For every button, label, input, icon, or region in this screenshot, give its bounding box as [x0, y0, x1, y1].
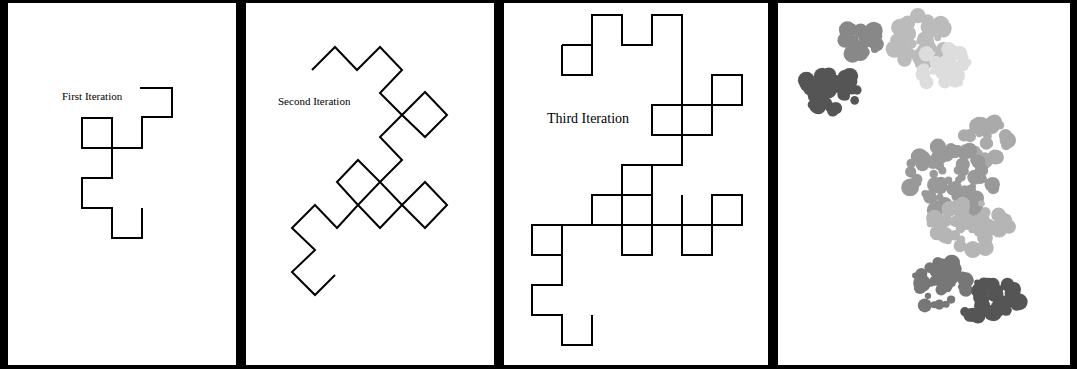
iteration-label: First Iteration	[61, 90, 123, 102]
fractal-blob	[934, 299, 944, 309]
fractal-blob	[945, 177, 952, 184]
fractal-blob	[977, 230, 992, 245]
fractal-blob	[918, 298, 932, 312]
panel	[8, 3, 236, 365]
fractal-blob	[968, 225, 976, 233]
fractal-blob	[919, 46, 934, 61]
fractal-blob	[911, 148, 928, 165]
fractal-blob	[938, 166, 946, 174]
fractal-blob	[956, 158, 970, 172]
fractal-blob	[935, 219, 943, 227]
dragon-curve	[562, 44, 592, 46]
fractal-blob	[930, 139, 946, 155]
fractal-blob	[828, 106, 837, 115]
fractal-blob	[945, 272, 958, 285]
dragon-curve	[622, 195, 652, 255]
fractal-blob	[946, 182, 960, 196]
fractal-blob	[899, 25, 916, 42]
fractal-blob	[860, 47, 869, 56]
fractal-blob	[965, 184, 976, 195]
panel	[504, 3, 768, 365]
fractal-blob	[839, 32, 851, 44]
fractal-blob	[1001, 132, 1010, 141]
fractal-blob	[820, 82, 837, 99]
fractal-blob	[887, 42, 900, 55]
fractal-blob	[922, 29, 932, 39]
fractal-blob	[990, 301, 1006, 317]
fractal-blob	[978, 293, 990, 305]
fractal-blob	[965, 59, 972, 66]
dragon-curve	[532, 15, 742, 255]
fractal-blob	[971, 155, 985, 169]
fractal-blob	[945, 231, 954, 240]
fractal-blob	[946, 65, 960, 79]
fractal-blob	[913, 275, 931, 293]
fractal-blob	[944, 255, 961, 272]
fractal-blob	[985, 177, 1000, 192]
fractal-blob	[918, 156, 926, 164]
dragon-curve	[82, 88, 172, 238]
fractal-blob	[916, 38, 922, 44]
fractal-blob	[850, 96, 859, 105]
fractal-blob	[927, 177, 943, 193]
fractal-blob	[924, 262, 935, 273]
fractal-blob	[962, 143, 977, 158]
panel	[246, 3, 494, 365]
fractal-blob	[841, 68, 858, 85]
fractal-blob	[905, 166, 916, 177]
fractal-blob	[840, 87, 847, 94]
fractal-blob	[846, 75, 855, 84]
fractal-blob	[974, 117, 984, 127]
fractal-blob	[865, 35, 878, 48]
fractal-blob	[1007, 285, 1013, 291]
fractal-blob	[927, 220, 935, 228]
fractal-blob	[991, 207, 1006, 222]
fractal-blob	[959, 283, 972, 296]
fractal-blob	[822, 68, 836, 82]
fractal-blob	[948, 145, 962, 159]
iteration-label: Third Iteration	[546, 111, 630, 126]
iteration-label: Second Iteration	[277, 95, 351, 107]
dragon-curve	[622, 165, 652, 195]
fractal-blob	[1002, 220, 1016, 234]
fractal-blob	[929, 170, 938, 179]
fractal-blob	[899, 42, 907, 50]
fractal-blob	[919, 63, 930, 74]
fractal-blob	[957, 47, 966, 56]
fractal-blob	[926, 210, 943, 227]
fractal-blob	[980, 137, 993, 150]
fractal-blob	[990, 150, 1004, 164]
fractal-blob	[848, 86, 857, 95]
fractal-blob	[997, 213, 1005, 221]
fractal-blob	[925, 293, 931, 299]
fractal-blob	[986, 278, 999, 291]
fractal-blob	[808, 101, 815, 108]
fractal-blob	[974, 171, 987, 184]
fractal-blob	[910, 8, 925, 23]
fractal-blob	[930, 68, 937, 75]
fractal-blob	[853, 23, 868, 38]
fractal-blob	[957, 235, 965, 243]
dragon-curve	[532, 255, 592, 345]
dragon-curve	[592, 195, 742, 255]
fractal-blob	[1005, 283, 1013, 291]
fractal-blob	[915, 180, 921, 186]
fractal-blob	[975, 218, 984, 227]
fractal-blob	[958, 129, 970, 141]
fractal-blob	[996, 121, 1004, 129]
fractal-blob	[936, 147, 942, 153]
fractal-blob	[942, 201, 958, 217]
fractal-blob	[969, 309, 981, 321]
fractal-blob	[939, 57, 947, 65]
fractal-blob	[978, 200, 985, 207]
fractal-blob	[897, 52, 912, 67]
fractal-blob	[1011, 293, 1028, 310]
fractal-blob	[935, 153, 947, 165]
panel	[778, 3, 1070, 365]
dragon-curve	[292, 47, 447, 295]
